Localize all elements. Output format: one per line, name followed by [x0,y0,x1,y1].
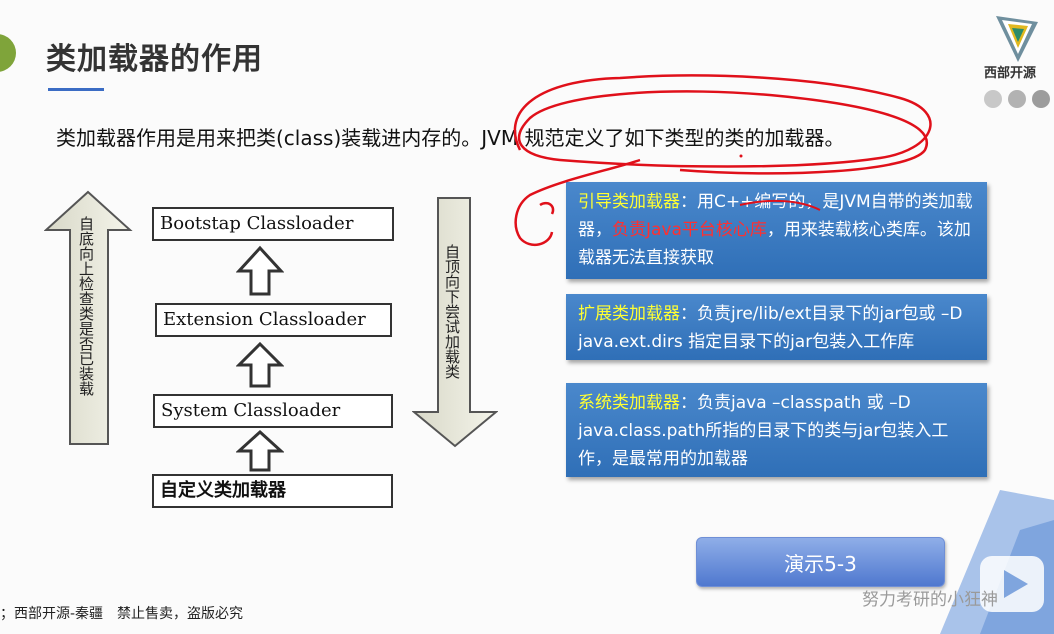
logo-icon [996,16,1038,62]
card-text: ，用来装载核心类库。该加载器无法直接获取 [578,220,971,268]
page-title: 类加载器的作用 [46,42,263,77]
corner-decoration [940,490,1054,634]
title-underline [48,88,104,91]
logo-text: 西部开源 [984,66,1037,81]
card-label: 系统类加载器 [578,393,680,413]
extension-loader-box: Extension Classloader [155,303,392,337]
card-text: ：负责jre/lib/ext目录下的jar包或 –D java.ext.dirs… [578,304,963,352]
bootstrap-loader-card: 引导类加载器：用C++编写的，是JVM自带的类加载器，负责Java平台核心库，用… [566,182,987,279]
intro-text: 类加载器作用是用来把类(class)装载进内存的。JVM 规范定义了如下类型的类… [56,126,845,150]
nav-dot[interactable] [1008,90,1026,108]
slide-marker-dot [0,34,16,72]
down-arrow-icon [412,197,498,448]
demo-button[interactable]: 演示5-3 [696,537,945,587]
slide-nav-dots [984,90,1050,108]
small-up-arrow-icon [236,245,284,296]
small-up-arrow-icon [236,341,284,388]
nav-dot[interactable] [984,90,1002,108]
card-highlight: 负责Java平台核心库 [612,220,767,240]
system-loader-card: 系统类加载器：负责java –classpath 或 –D java.class… [566,383,987,477]
nav-dot[interactable] [1032,90,1050,108]
system-loader-box: System Classloader [153,394,393,428]
small-up-arrow-icon [236,429,284,472]
extension-loader-card: 扩展类加载器：负责jre/lib/ext目录下的jar包或 –D java.ex… [566,294,987,360]
footer-text: ；西部开源-秦疆 禁止售卖，盗版必究 [0,606,244,622]
card-label: 引导类加载器 [578,192,680,212]
card-label: 扩展类加载器 [578,304,680,324]
right-arrow-text: 自顶向下尝试加载类 [443,244,461,379]
card-text: ：负责java –classpath 或 –D java.class.path所… [578,393,949,469]
left-arrow-text: 自底向上检查类是否已装载 [77,216,95,396]
bootstrap-loader-box: Bootstap Classloader [152,207,394,241]
custom-loader-box: 自定义类加载器 [152,474,393,508]
up-arrow-icon [44,190,133,445]
watermark-text: 努力考研的小狂神 [862,590,998,610]
